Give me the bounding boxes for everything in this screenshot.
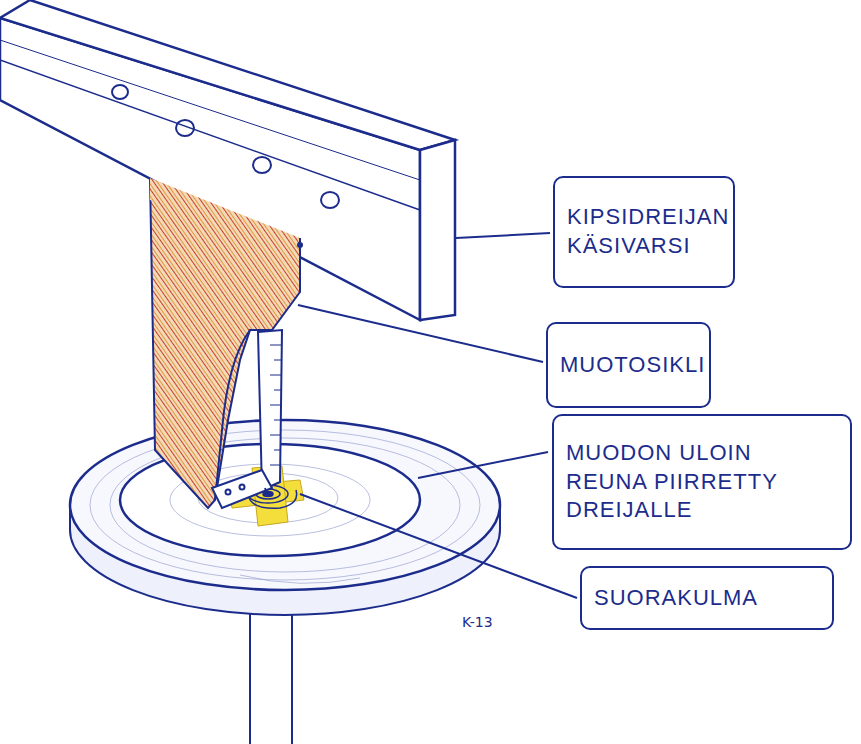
leader-lines	[298, 233, 577, 598]
wheel-arm	[0, 0, 455, 320]
right-angle-square	[212, 330, 282, 508]
callout-box: MUODON ULOIN REUNA PIIRRETTY DREIJALLE	[552, 414, 852, 550]
turntable	[70, 420, 500, 615]
signature: K-13	[462, 614, 493, 630]
callout-box: MUOTOSIKLI	[546, 322, 711, 408]
callout-text: SUORAKULMA	[594, 584, 820, 613]
callout-text: MUODON ULOIN REUNA PIIRRETTY DREIJALLE	[566, 439, 838, 525]
wheel-stem	[250, 605, 292, 744]
callout-box: KIPSIDREIJAN KÄSIVARSI	[553, 176, 735, 288]
callout-text: MUOTOSIKLI	[560, 351, 697, 380]
callout-box: SUORAKULMA	[580, 566, 834, 630]
callout-text: KIPSIDREIJAN KÄSIVARSI	[567, 203, 721, 260]
